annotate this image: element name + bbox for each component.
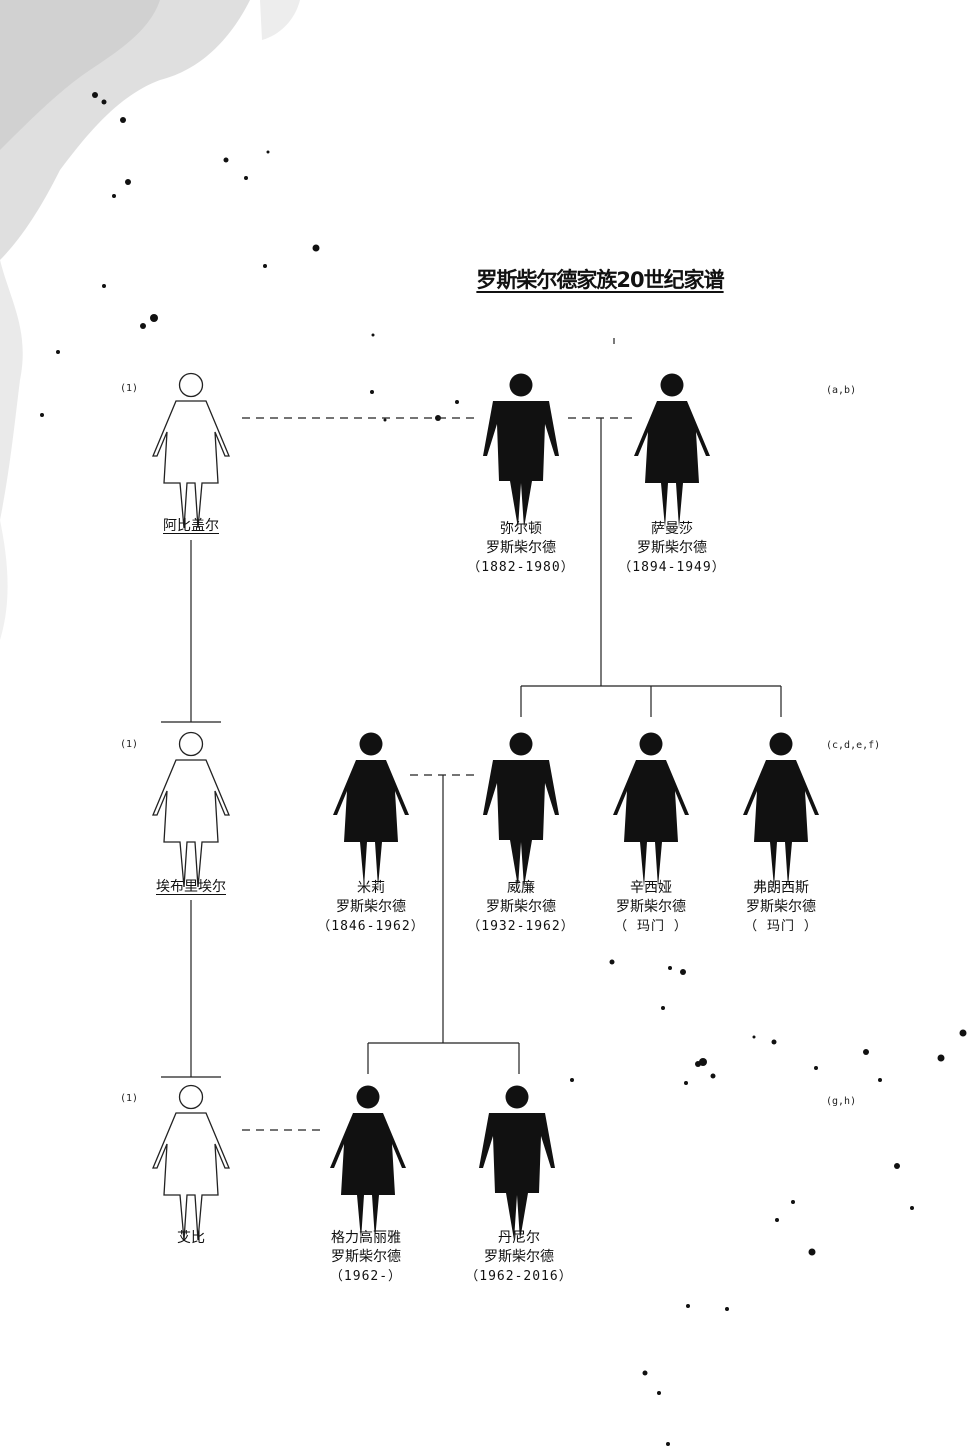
person-surname: 罗斯柴尔德 bbox=[637, 540, 707, 556]
person-dates: （1846-1962） bbox=[317, 919, 425, 934]
person-name: 威廉 bbox=[507, 880, 535, 896]
person-surname: 罗斯柴尔德 bbox=[746, 899, 816, 915]
person-surname: 罗斯柴尔德 bbox=[331, 1249, 401, 1265]
person-name: 格力高丽雅 bbox=[331, 1230, 401, 1246]
person-dates: （ 玛门 ） bbox=[614, 919, 688, 934]
person-cynthia-figure bbox=[613, 732, 689, 887]
note-row2-right: (c,d,e,f) bbox=[826, 740, 881, 751]
person-name: 丹尼尔 bbox=[498, 1230, 540, 1246]
person-abigail-name: 阿比盖尔 bbox=[163, 518, 219, 534]
person-abby-name: 艾比 bbox=[177, 1230, 205, 1246]
note-row3-right: (g,h) bbox=[826, 1096, 857, 1107]
person-millie-label: 米莉 罗斯柴尔德 （1846-1962） bbox=[291, 879, 451, 936]
person-samantha-label: 萨曼莎 罗斯柴尔德 （1894-1949） bbox=[592, 520, 752, 577]
person-dates: （1932-1962） bbox=[467, 919, 575, 934]
person-surname: 罗斯柴尔德 bbox=[616, 899, 686, 915]
person-gloria-label: 格力高丽雅 罗斯柴尔德 （1962-） bbox=[286, 1229, 446, 1286]
person-william-figure bbox=[483, 732, 559, 887]
person-william-label: 威廉 罗斯柴尔德 （1932-1962） bbox=[441, 879, 601, 936]
person-dates: （1882-1980） bbox=[467, 560, 575, 575]
person-name: 弥尔顿 bbox=[500, 521, 542, 537]
person-millie-figure bbox=[333, 732, 409, 887]
person-abigail-figure bbox=[152, 372, 230, 529]
person-abriel-name: 埃布里埃尔 bbox=[156, 879, 226, 895]
person-name: 辛西娅 bbox=[630, 880, 672, 896]
person-frances-label: 弗朗西斯 罗斯柴尔德 （ 玛门 ） bbox=[701, 879, 861, 936]
connectors bbox=[161, 338, 782, 1131]
person-daniel-figure bbox=[479, 1085, 555, 1240]
person-daniel-label: 丹尼尔 罗斯柴尔德 （1962-2016） bbox=[439, 1229, 599, 1286]
person-miron-figure bbox=[483, 373, 559, 528]
person-cynthia-label: 辛西娅 罗斯柴尔德 （ 玛门 ） bbox=[571, 879, 731, 936]
note-row1-right: (a,b) bbox=[826, 385, 857, 396]
note-row3-left: (1) bbox=[120, 1093, 139, 1104]
person-gloria-figure bbox=[330, 1085, 406, 1240]
person-name: 米莉 bbox=[357, 880, 385, 896]
person-dates: （1894-1949） bbox=[618, 560, 726, 575]
note-row1-left: (1) bbox=[120, 383, 139, 394]
person-abby-figure bbox=[152, 1084, 230, 1241]
person-dates: （1962-） bbox=[329, 1269, 403, 1284]
person-name: 弗朗西斯 bbox=[753, 880, 809, 896]
person-frances-figure bbox=[743, 732, 819, 887]
person-surname: 罗斯柴尔德 bbox=[486, 540, 556, 556]
person-abriel-figure bbox=[152, 731, 230, 888]
ink-dots bbox=[40, 92, 967, 1446]
ink-splatter-texture bbox=[0, 0, 300, 640]
person-name: 萨曼莎 bbox=[651, 521, 693, 537]
person-miron-label: 弥尔顿 罗斯柴尔德 （1882-1980） bbox=[441, 520, 601, 577]
person-surname: 罗斯柴尔德 bbox=[486, 899, 556, 915]
person-surname: 罗斯柴尔德 bbox=[336, 899, 406, 915]
person-dates: （ 玛门 ） bbox=[744, 919, 818, 934]
person-surname: 罗斯柴尔德 bbox=[484, 1249, 554, 1265]
person-samantha-figure bbox=[634, 373, 710, 528]
diagram-title: 罗斯柴尔德家族20世纪家谱 bbox=[476, 268, 724, 292]
person-dates: （1962-2016） bbox=[465, 1269, 573, 1284]
note-row2-left: (1) bbox=[120, 739, 139, 750]
